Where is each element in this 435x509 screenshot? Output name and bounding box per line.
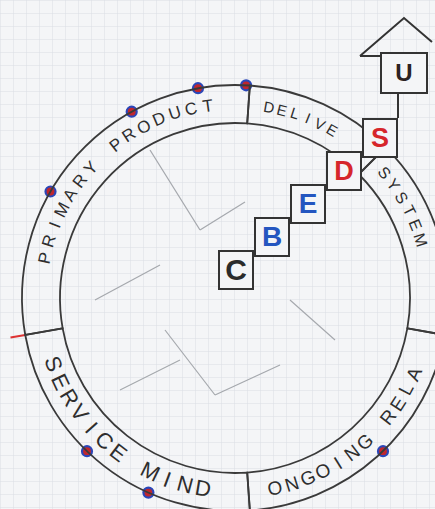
stair-step: B [254,217,290,257]
marker-dot [193,83,203,93]
label-glyph: R [40,233,60,250]
label-glyph: O [266,477,284,499]
marker-dot [46,187,56,197]
marker-dot [82,446,92,456]
sketch-line [150,150,200,230]
label-glyph: O [134,116,154,137]
stair-step: E [290,184,326,224]
label-glyph: N [341,441,363,464]
label-glyph: P [36,250,55,265]
label-glyph: T [202,97,215,115]
marker-dot [127,107,137,117]
label-glyph: S [392,189,411,206]
label-glyph: I [46,220,64,231]
label-glyph: V [66,401,92,426]
label-glyph [125,452,142,474]
label-glyph [95,148,110,164]
step-letter: E [299,190,318,218]
sketch-line [200,202,245,230]
label-glyph: I [81,418,101,437]
segment-path [247,328,435,509]
label-glyph: R [70,171,91,191]
label-glyph: M [51,200,73,220]
label-glyph: D [262,99,275,116]
label-glyph: A [402,364,424,383]
stair-step: U [380,52,428,94]
label-glyph: R [376,406,399,429]
label-glyph: L [395,380,417,398]
label-glyph: T [399,203,418,219]
step-letter: D [334,158,354,185]
ring-dots [46,80,389,497]
label-glyph: E [405,217,424,233]
label-glyph: E [275,101,288,118]
sketch-line [215,365,280,395]
label-glyph: A [60,186,80,205]
label-glyph: D [150,109,168,129]
label-glyph: I [160,468,173,491]
step-letter: U [395,61,412,85]
label-glyph: U [167,104,184,124]
label-glyph: G [353,430,377,454]
label-glyph: G [297,466,318,489]
label-glyph: O [312,459,334,483]
label-glyph: C [91,428,118,455]
sketch-lines [95,150,335,395]
label-glyph: S [374,164,393,182]
step-letter: B [262,223,282,251]
sketch-line [290,300,335,340]
roof-arrow [360,18,432,56]
label-glyph: E [47,370,73,393]
roof-base [360,55,380,57]
marker-dot [378,446,388,456]
sketch-line [95,265,160,300]
marker-dot [241,80,251,90]
label-glyph: E [324,121,340,139]
label-glyph: V [312,115,328,133]
label-glyph: R [55,385,82,410]
step-letter: S [371,125,389,152]
label-glyph: C [183,99,199,118]
stair-step: D [326,151,362,191]
label-glyph: P [106,135,125,155]
segment-path [359,147,435,335]
segment-path [22,85,250,335]
marker-dot [143,488,153,498]
label-glyph: M [137,458,163,486]
label-glyph: Y [383,176,402,194]
sketch-line [120,360,180,390]
segment-path [25,328,250,509]
red-tick [11,335,26,338]
label-glyph: R [120,125,140,146]
sketch-line [165,330,215,395]
label-glyph: N [174,473,195,498]
label-glyph: I [303,110,312,125]
label-glyph: Y [81,158,101,178]
label-glyph [368,422,385,439]
stair-step: S [362,118,398,158]
label-glyph: E [386,393,409,414]
label-glyph: M [410,231,429,249]
stair-riser [397,94,399,118]
label-glyph: D [193,477,212,501]
label-glyph: L [289,105,302,122]
step-letter: C [225,255,247,285]
label-glyph: N [282,472,301,494]
label-glyph: E [106,440,131,466]
stair-step: C [218,250,254,290]
label-glyph: I [331,453,346,472]
label-glyph: S [40,354,66,375]
